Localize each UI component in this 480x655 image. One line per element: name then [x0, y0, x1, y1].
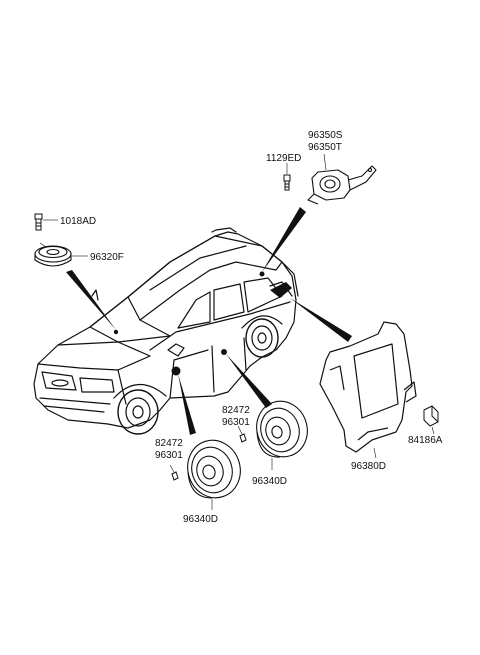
label-82472-front: 82472 — [155, 438, 183, 449]
label-84186A: 84186A — [408, 435, 443, 446]
label-96301-rear: 96301 — [222, 417, 250, 428]
pointer-rear-door — [226, 354, 272, 408]
location-dot-rear-door — [221, 349, 227, 355]
pointer-wedges — [66, 207, 352, 435]
vehicle — [33, 227, 299, 435]
label-1129ED: 1129ED — [266, 153, 301, 164]
screw-96301-front — [169, 464, 179, 481]
pointer-front-door — [178, 374, 196, 435]
part-roof-unit — [307, 153, 377, 205]
pointer-roof-unit — [262, 207, 306, 272]
location-markers — [113, 271, 292, 376]
label-1018AD: 1018AD — [60, 216, 96, 227]
label-96350T: 96350T — [308, 142, 342, 153]
part-tweeter — [34, 242, 88, 267]
location-dot-roof — [259, 271, 265, 277]
location-mark-cargo — [270, 282, 292, 298]
label-96340D-rear: 96340D — [252, 476, 287, 487]
label-96380D: 96380D — [351, 461, 386, 472]
screw-96301-rear — [237, 425, 247, 443]
label-82472-rear: 82472 — [222, 405, 250, 416]
label-96301-front: 96301 — [155, 450, 183, 461]
label-96340D-front: 96340D — [183, 514, 218, 525]
part-pad — [423, 405, 439, 435]
part-amplifier — [319, 321, 417, 459]
pointer-amp — [290, 298, 352, 342]
location-dot-dash — [113, 329, 119, 335]
label-96320F: 96320F — [90, 252, 124, 263]
part-speaker-rear — [256, 400, 308, 470]
location-dot-front-door — [171, 366, 181, 376]
part-labels: 96350S 96350T 1129ED 1018AD 96320F 82472… — [60, 130, 443, 525]
screw-1129ED — [283, 163, 291, 191]
screw-1018AD — [34, 213, 58, 231]
pointer-tweeter — [66, 270, 116, 330]
part-speaker-front — [187, 439, 241, 510]
label-96350S: 96350S — [308, 130, 343, 141]
